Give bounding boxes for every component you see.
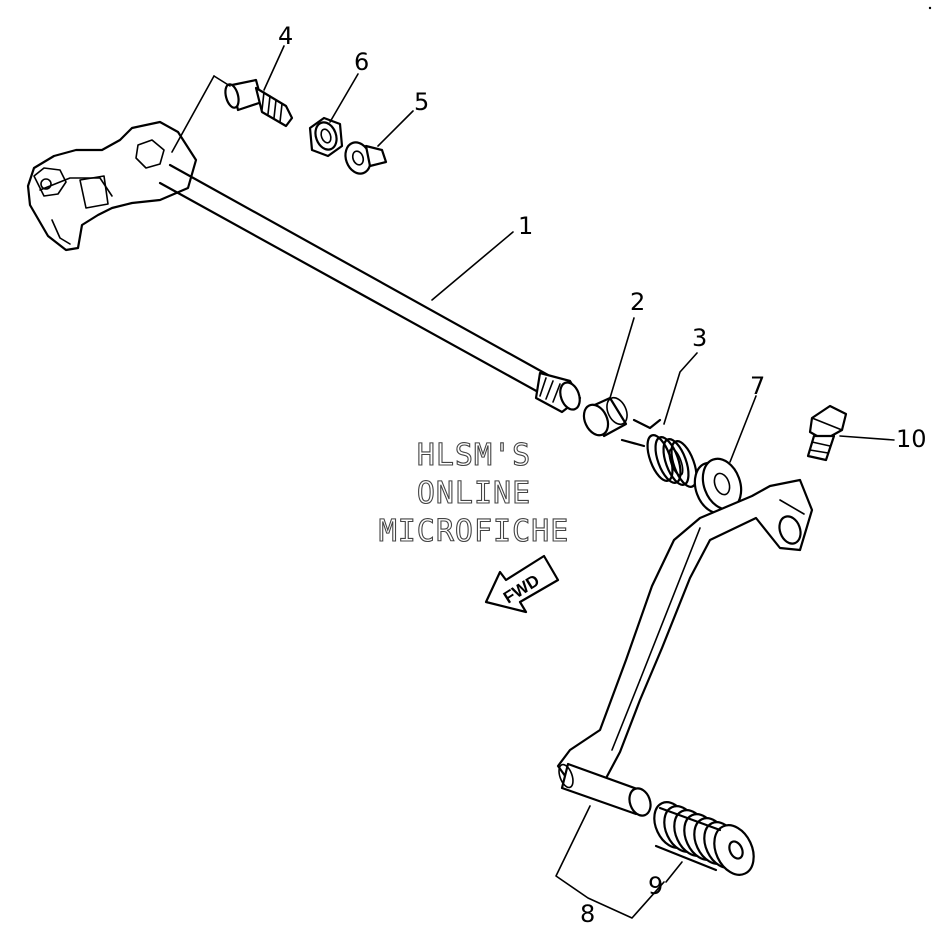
callout-7: 7	[750, 372, 765, 400]
leader-lines	[263, 45, 895, 919]
callout-2: 2	[630, 288, 645, 316]
hex-bolt-icon	[806, 404, 848, 462]
watermark-line-2: ONLINE	[417, 476, 531, 511]
callout-4: 4	[278, 22, 293, 50]
leader-9	[665, 861, 683, 883]
leader-8-9	[555, 805, 665, 919]
callout-5: 5	[414, 88, 429, 116]
pedal-rubber-icon	[653, 801, 755, 876]
watermark-line-1: HLSM'S	[417, 438, 531, 473]
leader-7	[729, 395, 757, 463]
leader-10	[839, 435, 895, 441]
torsion-spring-icon	[620, 418, 698, 488]
callout-10: 10	[896, 425, 927, 453]
washer-icon	[693, 457, 743, 515]
collar-icon	[582, 396, 628, 438]
watermark-line-3: MICROFICHE	[379, 514, 570, 549]
leader-3	[663, 352, 698, 425]
callout-9: 9	[648, 872, 663, 900]
watermark: HLSM'S ONLINE MICROFICHE	[378, 437, 570, 549]
fwd-arrow-icon: FWD	[484, 554, 560, 614]
leader-1	[431, 231, 514, 301]
shift-pedal-icon	[556, 478, 814, 817]
leader-2	[609, 317, 635, 399]
lock-washer-icon	[344, 141, 388, 175]
callout-8: 8	[580, 900, 595, 928]
callout-6: 6	[354, 48, 369, 76]
callout-1: 1	[518, 212, 533, 240]
nut-icon	[308, 116, 344, 158]
corner-dot	[928, 6, 932, 10]
shift-shaft-icon	[26, 120, 582, 414]
leader-6	[329, 73, 359, 123]
leader-5	[377, 110, 414, 147]
stopper-bolt-icon	[171, 75, 294, 153]
leader-4	[263, 45, 285, 91]
callout-3: 3	[692, 324, 707, 352]
